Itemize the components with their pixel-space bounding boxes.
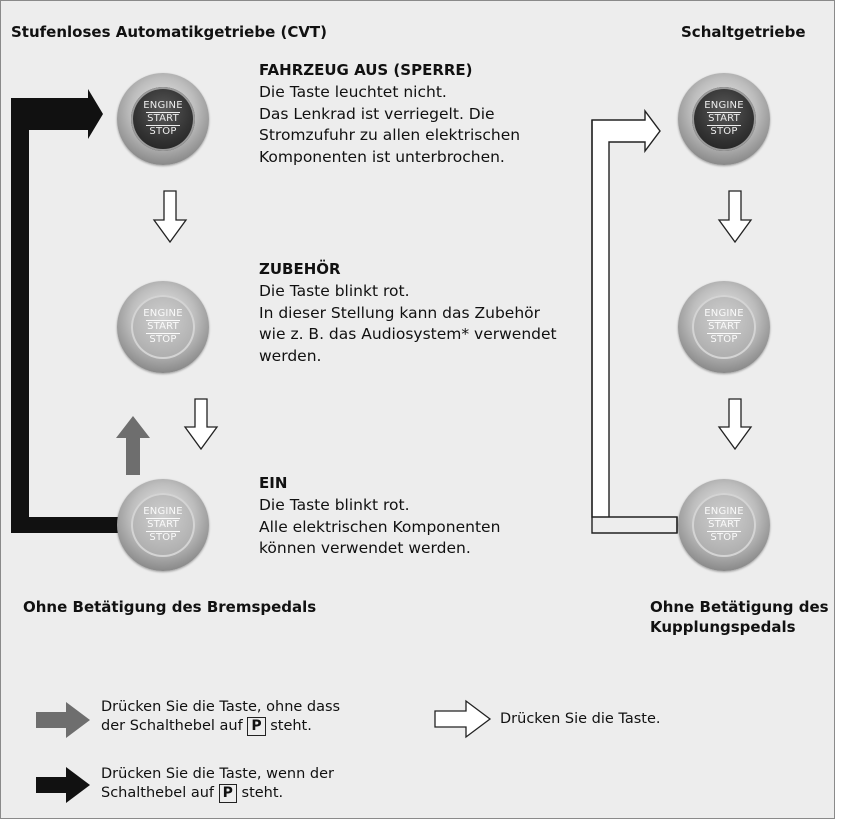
engine-label: ENGINE <box>704 308 744 319</box>
state-accessory-block: ZUBEHÖR Die Taste blinkt rot. In dieser … <box>259 260 557 367</box>
state-off-line: Das Lenkrad ist verriegelt. Die <box>259 104 495 123</box>
legend-black-line1: Drücken Sie die Taste, wenn der <box>101 766 334 782</box>
state-on-block: EIN Die Taste blinkt rot. Alle elektrisc… <box>259 474 500 560</box>
engine-button-face: ENGINE START STOP <box>692 493 756 557</box>
cvt-title: Stufenloses Automatikgetriebe (CVT) <box>11 23 328 41</box>
cvt-black-return-arrow <box>11 89 131 533</box>
stop-label: STOP <box>710 334 738 345</box>
engine-button-off: ENGINE START STOP <box>117 73 209 165</box>
legend-gray-arrow <box>36 702 90 738</box>
cvt-note: Ohne Betätigung des Bremspedals <box>23 598 317 616</box>
manual-down-arrow-1 <box>717 190 753 244</box>
legend-black-line2-b: steht. <box>241 785 284 801</box>
start-label: START <box>707 518 741 532</box>
start-label: START <box>146 112 180 126</box>
stop-label: STOP <box>710 532 738 543</box>
legend-black-line2: Schalthebel auf P steht. <box>101 784 334 803</box>
stop-label: STOP <box>149 532 177 543</box>
legend-gray-text: Drücken Sie die Taste, ohne dass der Sch… <box>101 698 340 736</box>
manual-engine-button-accessory: ENGINE START STOP <box>678 281 770 373</box>
manual-down-arrow-2 <box>717 398 753 451</box>
start-label: START <box>707 320 741 334</box>
legend-black-line2-a: Schalthebel auf <box>101 785 215 801</box>
legend-white-text: Drücken Sie die Taste. <box>500 711 661 727</box>
engine-label: ENGINE <box>143 506 183 517</box>
state-accessory-line: In dieser Stellung kann das Zubehör <box>259 303 541 322</box>
start-label: START <box>146 518 180 532</box>
legend-gray-line1: Drücken Sie die Taste, ohne dass <box>101 699 341 715</box>
legend-gray-line2-a: der Schalthebel auf <box>101 718 243 734</box>
start-label: START <box>707 112 741 126</box>
state-on-title: EIN <box>259 474 288 492</box>
engine-button-face: ENGINE START STOP <box>131 295 195 359</box>
legend-gray-line2-b: steht. <box>270 718 312 734</box>
cvt-down-arrow-2 <box>183 398 219 451</box>
state-accessory-line: Die Taste blinkt rot. <box>259 282 410 300</box>
manual-engine-button-off: ENGINE START STOP <box>678 73 770 165</box>
manual-engine-button-on: ENGINE START STOP <box>678 479 770 571</box>
engine-label: ENGINE <box>704 506 744 517</box>
legend-black-text: Drücken Sie die Taste, wenn der Schalthe… <box>101 765 334 803</box>
stop-label: STOP <box>149 334 177 345</box>
engine-button-on: ENGINE START STOP <box>117 479 209 571</box>
cvt-gray-up-arrow <box>116 416 150 475</box>
manual-title: Schaltgetriebe <box>681 23 806 41</box>
park-position-box: P <box>218 784 237 803</box>
state-off-line: Komponenten ist unterbrochen. <box>259 147 505 166</box>
cvt-down-arrow-1 <box>152 190 188 244</box>
legend-gray-line2: der Schalthebel auf P steht. <box>101 717 340 736</box>
engine-button-face: ENGINE START STOP <box>692 87 756 151</box>
state-on-line: Alle elektrischen Komponenten <box>259 517 501 536</box>
state-on-line: können verwendet werden. <box>259 539 471 557</box>
state-accessory-line: werden. <box>259 346 322 365</box>
legend-black-arrow <box>36 767 90 803</box>
legend-white-arrow <box>434 699 492 739</box>
stop-label: STOP <box>149 126 177 137</box>
manual-white-return-arrow <box>591 108 678 533</box>
engine-button-accessory: ENGINE START STOP <box>117 281 209 373</box>
state-on-line: Die Taste blinkt rot. <box>259 496 410 514</box>
manual-note-line1: Ohne Betätigung des <box>650 598 829 616</box>
stop-label: STOP <box>710 126 738 137</box>
start-label: START <box>146 320 180 334</box>
manual-note-line2: Kupplungspedals <box>650 618 796 636</box>
engine-button-face: ENGINE START STOP <box>131 493 195 557</box>
arrows-layer <box>11 89 753 803</box>
state-off-line: Stromzufuhr zu allen elektrischen <box>259 126 521 144</box>
state-off-block: FAHRZEUG AUS (SPERRE) Die Taste leuchtet… <box>259 61 520 168</box>
engine-button-face: ENGINE START STOP <box>131 87 195 151</box>
engine-label: ENGINE <box>143 100 183 111</box>
state-accessory-title: ZUBEHÖR <box>259 260 341 278</box>
engine-label: ENGINE <box>704 100 744 111</box>
engine-label: ENGINE <box>143 308 183 319</box>
engine-button-face: ENGINE START STOP <box>692 295 756 359</box>
state-accessory-line: wie z. B. das Audiosystem* verwendet <box>259 325 557 343</box>
state-off-line: Die Taste leuchtet nicht. <box>259 83 447 101</box>
park-position-box: P <box>247 717 266 736</box>
state-off-title: FAHRZEUG AUS (SPERRE) <box>259 61 473 79</box>
